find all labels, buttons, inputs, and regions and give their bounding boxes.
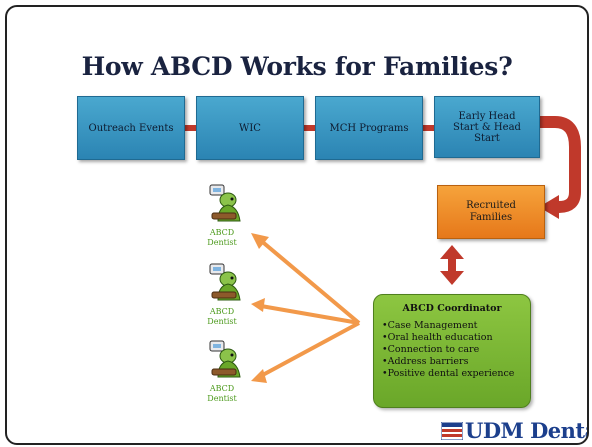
double-arrow-recruited-coordinator	[440, 245, 464, 285]
flow-box-label: Early Head Start & Head Start	[453, 110, 521, 144]
coordinator-list: Case Management Oral health education Co…	[374, 320, 530, 380]
dentist-clipart-icon	[209, 340, 241, 378]
dentist-node: ABCD Dentist	[192, 183, 252, 248]
dentist-label-line2: Dentist	[207, 238, 237, 247]
dentist-label-line1: ABCD	[209, 228, 235, 237]
flow-box-label: Outreach Events	[88, 122, 174, 134]
flow-box-label: MCH Programs	[329, 122, 409, 134]
list-item-text: Positive dental experience	[387, 368, 515, 379]
dentist-clipart-icon	[209, 263, 241, 301]
dentist-label: ABCD Dentist	[192, 228, 252, 248]
flow-box-label: WIC	[239, 122, 261, 134]
dentist-label-line1: ABCD	[209, 384, 235, 393]
logo-text: UDM Dental	[465, 418, 587, 443]
list-item: Case Management	[382, 320, 530, 332]
dentist-clipart-icon	[209, 184, 241, 222]
dentist-label: ABCD Dentist	[192, 384, 252, 404]
flow-box-wic: WIC	[196, 96, 304, 160]
arrows-layer	[251, 116, 581, 383]
recruited-families-label: Recruited Families	[466, 200, 516, 223]
list-item-text: Oral health education	[387, 332, 493, 343]
list-item: Connection to care	[382, 344, 530, 356]
flow-connector	[298, 125, 320, 131]
dentist-arrows	[251, 233, 361, 383]
list-item-text: Address barriers	[387, 356, 469, 367]
coordinator-title: ABCD Coordinator	[402, 303, 502, 314]
curved-arrow-to-recruited	[539, 116, 581, 213]
flow-box-mch-programs: MCH Programs	[315, 96, 423, 160]
list-item: Oral health education	[382, 332, 530, 344]
list-item-text: Connection to care	[387, 344, 480, 355]
dentist-label: ABCD Dentist	[192, 307, 252, 327]
recruited-families-box: Recruited Families	[437, 185, 545, 239]
flow-box-early-head-start: Early Head Start & Head Start	[434, 96, 540, 158]
list-item: Address barriers	[382, 356, 530, 368]
slide: How ABCD Works for Families? Outreach Ev…	[5, 5, 589, 445]
flow-connector	[179, 125, 201, 131]
udm-dental-logo: UDM Dental	[441, 418, 587, 443]
abcd-coordinator-box: ABCD Coordinator Case Management Oral he…	[373, 294, 531, 408]
dentist-label-line1: ABCD	[209, 307, 235, 316]
flag-icon	[441, 422, 463, 440]
dentist-node: ABCD Dentist	[192, 339, 252, 404]
curved-arrow-head	[539, 195, 559, 219]
list-item: Positive dental experience	[382, 368, 530, 380]
dentist-label-line2: Dentist	[207, 317, 237, 326]
dentist-node: ABCD Dentist	[192, 262, 252, 327]
dentist-label-line2: Dentist	[207, 394, 237, 403]
list-item-text: Case Management	[387, 320, 478, 331]
flow-box-outreach-events: Outreach Events	[77, 96, 185, 160]
slide-title: How ABCD Works for Families?	[81, 52, 513, 81]
flow-connector	[417, 125, 439, 131]
